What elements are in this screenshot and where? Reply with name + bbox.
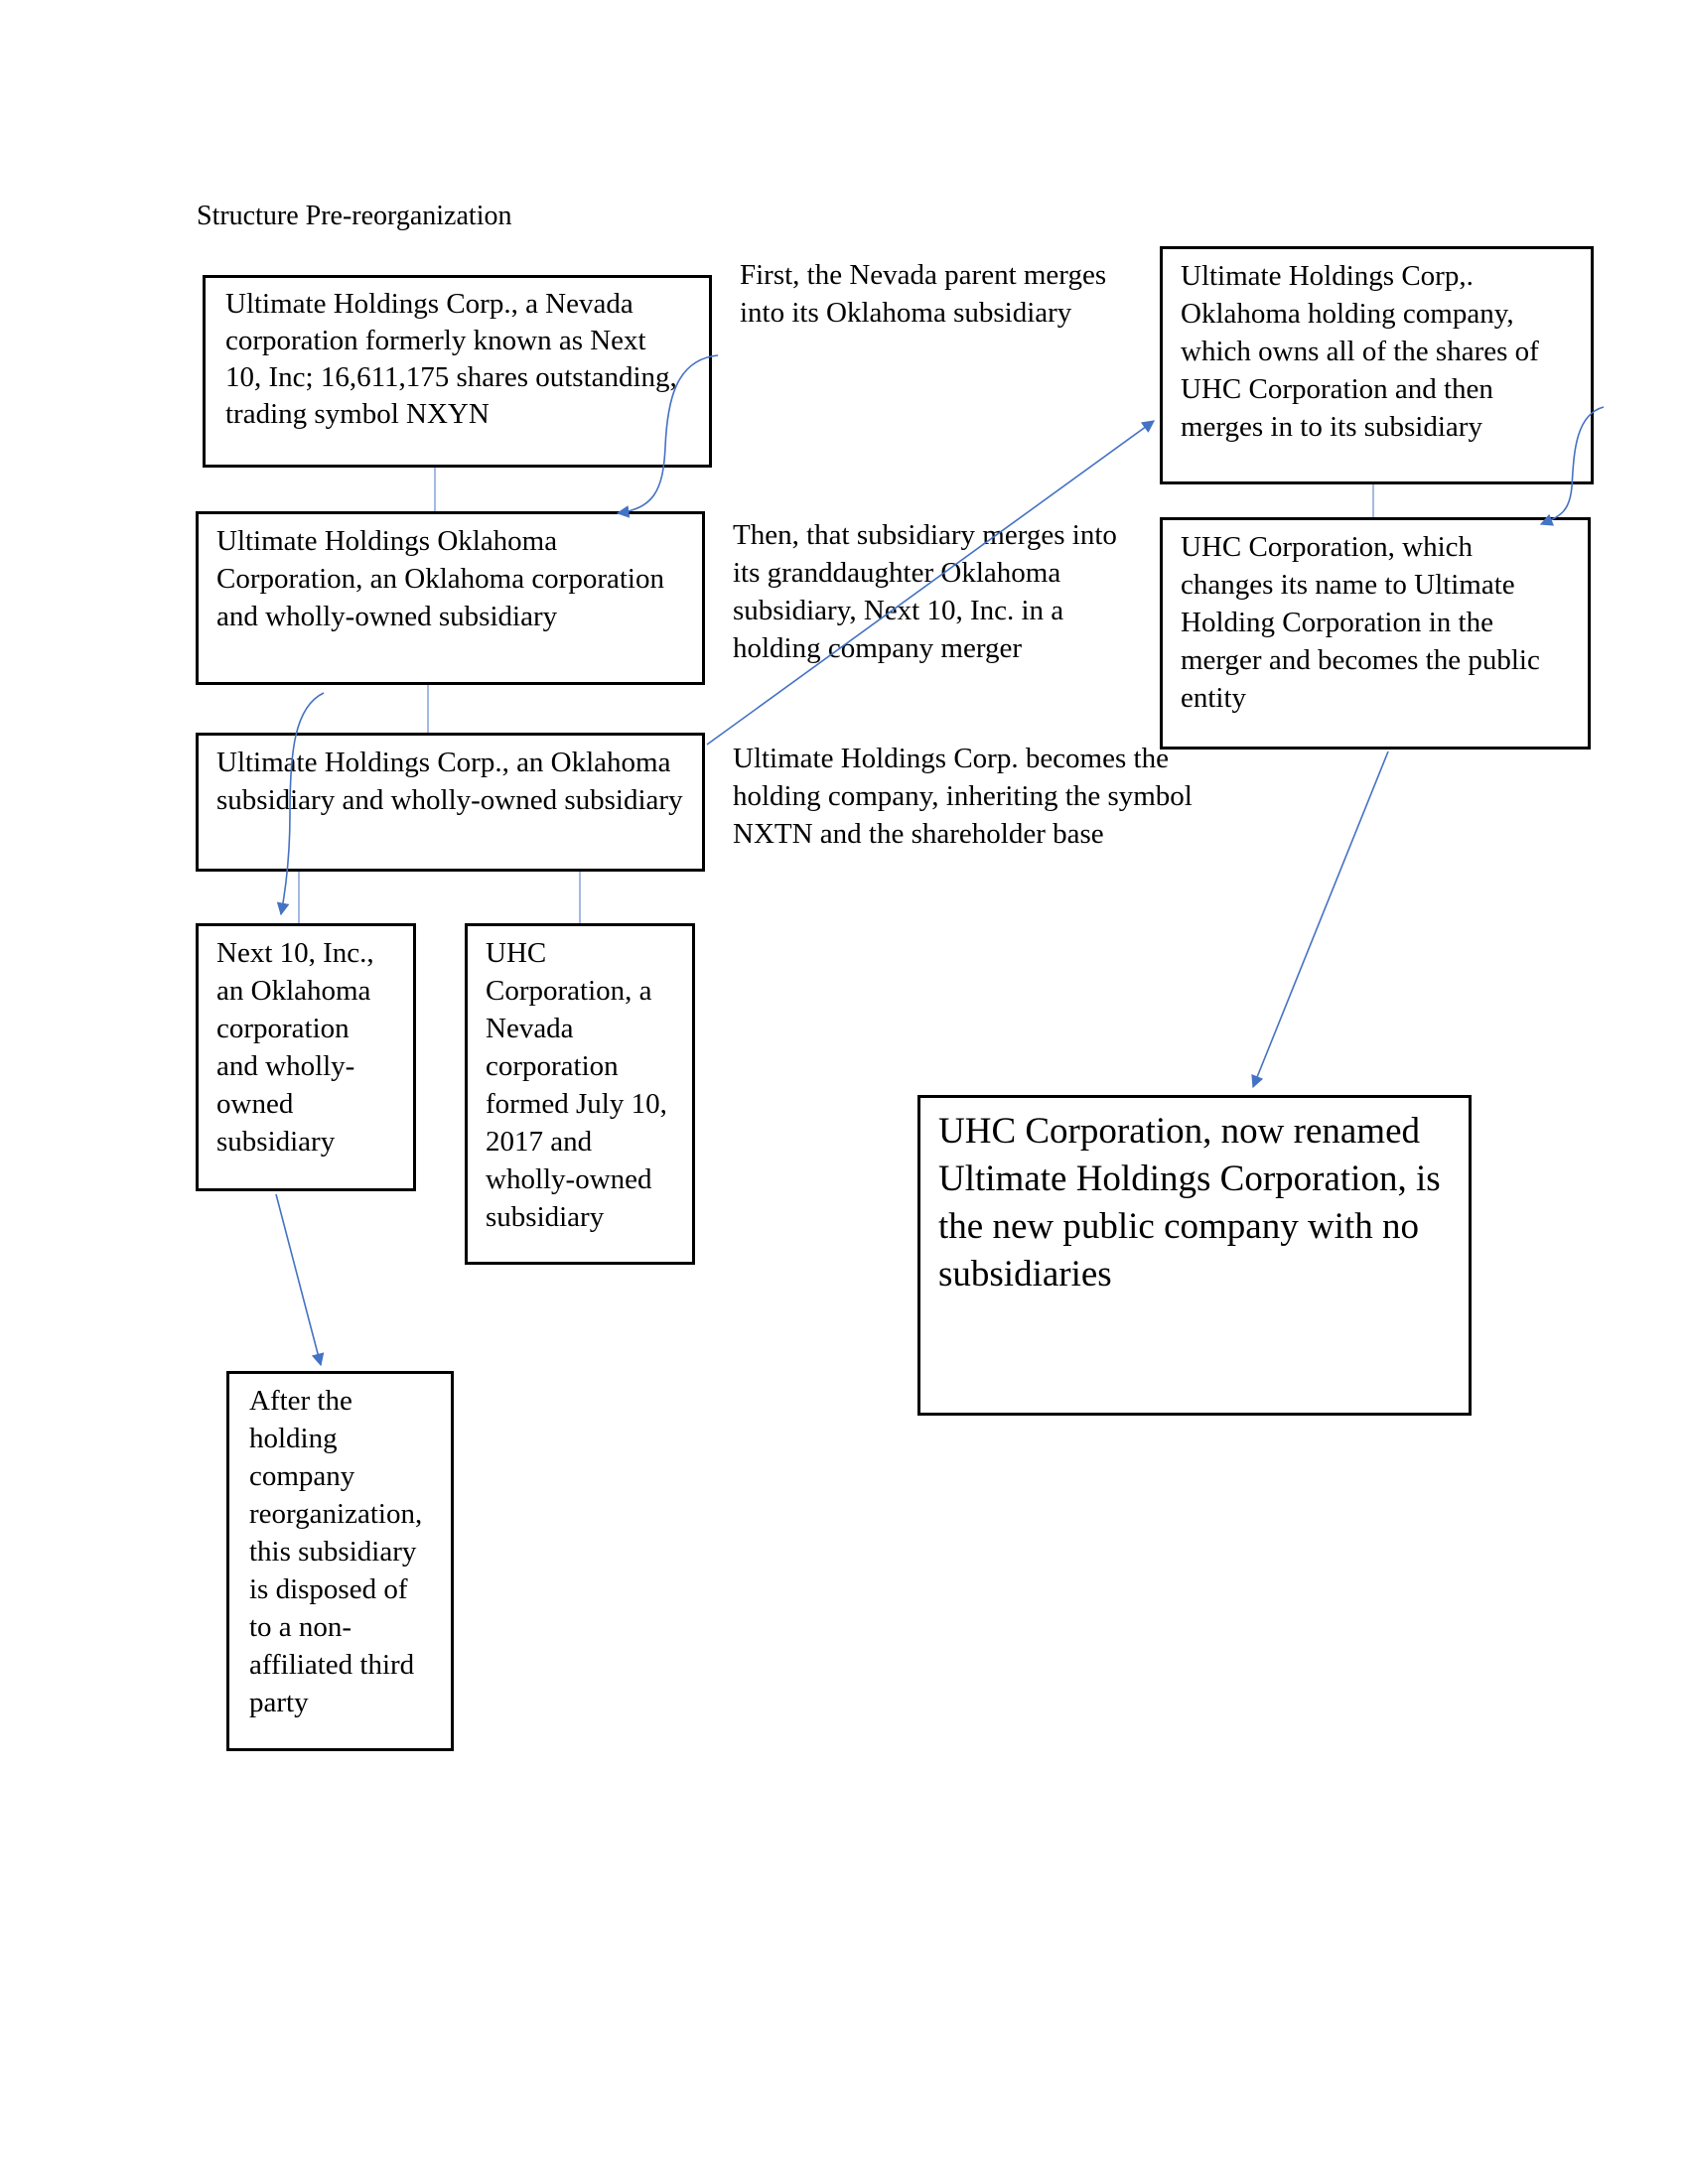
box-oklahoma-granddaughter: Ultimate Holdings Corp., an Oklahoma sub… [196, 733, 705, 872]
arrow-merge-into-next10 [276, 692, 325, 916]
arrow-to-final-public [1251, 751, 1389, 1089]
box-oklahoma-holding-company: Ultimate Holdings Corp,. Oklahoma holdin… [1160, 246, 1594, 484]
box-nevada-parent: Ultimate Holdings Corp., a Nevada corpor… [203, 275, 712, 468]
box-after-reorganization: After the holding company reorganization… [226, 1371, 454, 1751]
note-step-2: Then, that subsidiary merges into its gr… [733, 519, 1117, 664]
arrow-merge-into-oklahoma-sub [616, 354, 719, 518]
box-next10: Next 10, Inc., an Oklahoma corporation a… [196, 923, 416, 1191]
arrow-merge-into-uhc [1539, 406, 1605, 526]
note-step-3: Ultimate Holdings Corp. becomes the hold… [733, 743, 1193, 850]
arrow-to-holding-company [706, 420, 1156, 746]
page-title: Structure Pre-reorganization [197, 201, 512, 231]
box-uhc-nevada: UHC Corporation, a Nevada corporation fo… [465, 923, 695, 1265]
box-uhc-rename: UHC Corporation, which changes its name … [1160, 517, 1591, 750]
arrow-to-disposal [275, 1193, 325, 1367]
box-final-public-company: UHC Corporation, now renamed Ultimate Ho… [917, 1095, 1472, 1416]
box-oklahoma-subsidiary: Ultimate Holdings Oklahoma Corporation, … [196, 511, 705, 685]
note-step-1: First, the Nevada parent merges into its… [740, 259, 1107, 329]
